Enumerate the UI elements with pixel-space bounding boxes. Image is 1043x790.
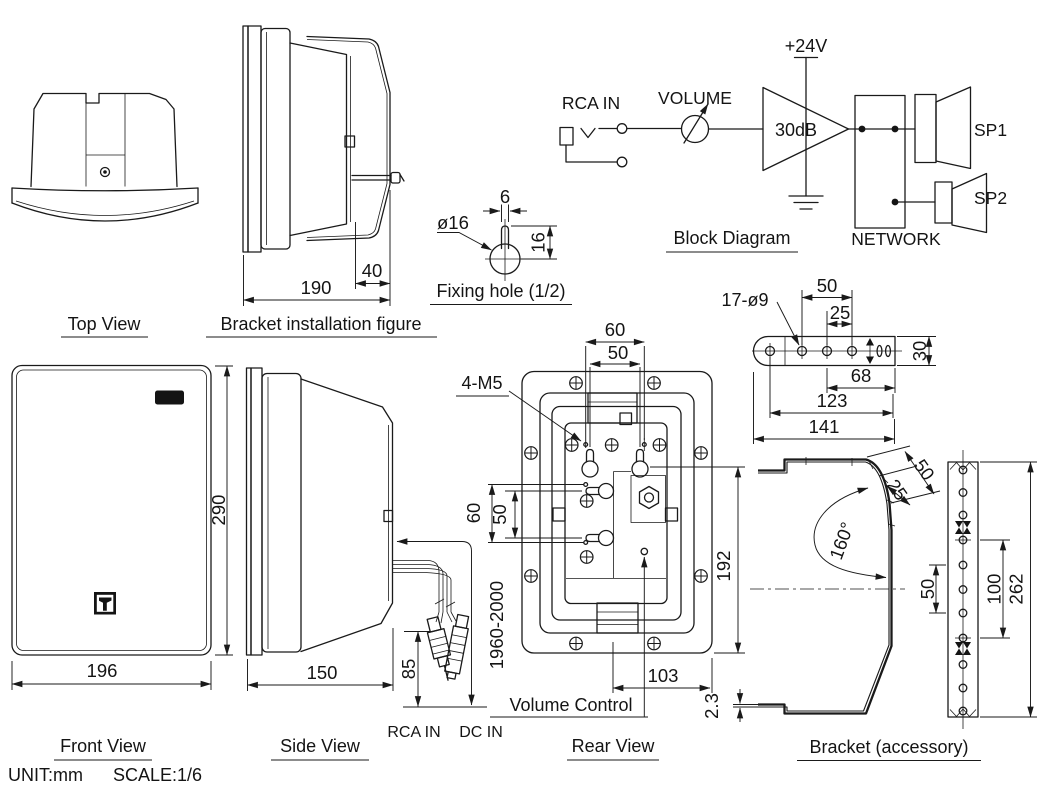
keyhole-slot xyxy=(585,486,600,496)
volume-pot-symbol xyxy=(680,114,710,144)
dim-profile-50: 50 xyxy=(910,455,939,484)
dim-connector-length: 85 xyxy=(398,659,419,680)
dim-rear-height: 192 xyxy=(713,551,734,582)
bracket-strip-holes xyxy=(955,465,971,716)
sp1-label: SP1 xyxy=(974,120,1007,140)
bracket-installation-figure: 40 190 Bracket installation figure xyxy=(206,25,437,338)
model-badge xyxy=(155,390,184,405)
dim-lip-thickness: 2.3 xyxy=(701,693,722,719)
network-label: NETWORK xyxy=(851,229,941,249)
dim-bar-30: 30 xyxy=(909,341,930,362)
bracket-bar-holes xyxy=(764,338,892,364)
scale-note: SCALE:1/6 xyxy=(113,765,202,785)
dim-bend-angle: 160° xyxy=(825,519,858,562)
dim-bar-50: 50 xyxy=(817,275,838,296)
amplifier-symbol xyxy=(762,86,850,172)
keyhole-slot xyxy=(585,448,595,463)
bracket-holes-label: 17-ø9 xyxy=(721,290,768,310)
top-view: Top View xyxy=(11,92,199,338)
dim-rear-top-inner: 50 xyxy=(608,342,629,363)
dim-side-depth: 150 xyxy=(307,662,338,683)
screw-icon xyxy=(569,376,583,390)
sp1-speaker-symbol xyxy=(935,86,972,170)
screw-icon xyxy=(647,636,661,651)
keyhole-slot xyxy=(585,533,600,543)
dim-strip-100: 100 xyxy=(984,574,1005,605)
dim-slot-height: 16 xyxy=(528,232,549,253)
screw-spec-label: 4-M5 xyxy=(461,373,502,393)
fixing-hole-title: Fixing hole (1/2) xyxy=(436,281,565,301)
fixing-hole-detail: ø16 6 16 Fixing hole (1/2) xyxy=(430,186,572,305)
dim-volume-offset: 103 xyxy=(648,665,679,686)
screw-icon xyxy=(579,550,594,564)
dim-bar-25: 25 xyxy=(830,302,851,323)
dim-cable-length: 1960-2000 xyxy=(486,581,507,669)
block-diagram-title: Block Diagram xyxy=(673,228,790,248)
dim-slot-width: 6 xyxy=(500,186,510,207)
front-view: 196 290 Front View xyxy=(11,364,233,761)
dim-bracket-depth: 190 xyxy=(301,277,332,298)
dc-plug xyxy=(444,613,470,680)
screw-icon xyxy=(524,569,538,583)
rca-in-cable-label: RCA IN xyxy=(387,724,440,741)
bend-angle-arc xyxy=(813,487,887,580)
bracket-bar: 17-ø9 50 25 30 68 123 141 xyxy=(721,275,936,444)
wall-bracket-outline xyxy=(306,35,391,242)
screw-icon xyxy=(652,438,667,452)
dim-strip-50: 50 xyxy=(917,579,938,600)
top-view-screw-hole xyxy=(99,166,111,178)
dc-in-cable-label: DC IN xyxy=(459,724,503,741)
bracket-accessory-title: Bracket (accessory) xyxy=(809,737,968,757)
screw-icon xyxy=(564,438,579,452)
rear-view-title: Rear View xyxy=(572,736,656,756)
sp2-speaker-symbol xyxy=(951,172,988,234)
rca-in-label: RCA IN xyxy=(562,93,620,113)
rca-jack-symbol xyxy=(559,126,574,146)
unit-note: UNIT:mm xyxy=(8,765,83,785)
dim-strip-262: 262 xyxy=(1006,574,1027,605)
dim-rear-left-outer: 60 xyxy=(463,503,484,524)
keyhole-slot xyxy=(635,448,645,463)
dim-rear-left-inner: 50 xyxy=(489,504,510,525)
volume-label: VOLUME xyxy=(658,88,732,108)
screw-icon xyxy=(694,446,708,460)
screw-icon xyxy=(524,446,538,460)
dim-bar-123: 123 xyxy=(817,390,848,411)
screw-icon xyxy=(647,376,661,390)
screw-icon xyxy=(579,494,594,508)
fixing-hole-diameter: ø16 xyxy=(437,212,469,233)
side-view: 150 85 1960-2000 RCA IN DC IN Side View xyxy=(245,367,507,761)
screw-icon xyxy=(694,569,708,583)
dim-front-height: 290 xyxy=(208,495,229,526)
hex-nut xyxy=(638,485,660,510)
dim-bracket-back: 40 xyxy=(362,260,383,281)
side-view-title: Side View xyxy=(280,736,361,756)
supply-label: +24V xyxy=(785,36,828,56)
volume-control-hole xyxy=(640,547,649,556)
toa-logo xyxy=(94,592,116,615)
screw-icon xyxy=(604,438,619,452)
dim-bar-141: 141 xyxy=(809,416,840,437)
network-box xyxy=(854,94,906,229)
block-diagram: RCA IN VOLUME +24V 30dB SP1 SP2 NETWORK … xyxy=(559,36,1007,253)
volume-control-label: Volume Control xyxy=(509,695,632,715)
sp2-label: SP2 xyxy=(974,188,1007,208)
dim-bar-68: 68 xyxy=(851,365,872,386)
bracket-knob xyxy=(390,171,401,184)
screw-icon xyxy=(569,636,583,651)
bracket-profile: 160° 50 25 2.3 Bracket (accessory) xyxy=(701,445,981,761)
bracket-installation-title: Bracket installation figure xyxy=(220,314,421,334)
top-view-title: Top View xyxy=(68,314,142,334)
rear-view: Volume Control 4-M5 60 50 60 50 192 103 xyxy=(456,319,745,761)
dim-rear-top-outer: 60 xyxy=(605,319,626,340)
bracket-strip: 50 100 262 xyxy=(917,450,1037,729)
front-view-title: Front View xyxy=(60,736,147,756)
dim-front-width: 196 xyxy=(87,660,118,681)
gain-label: 30dB xyxy=(775,120,817,140)
